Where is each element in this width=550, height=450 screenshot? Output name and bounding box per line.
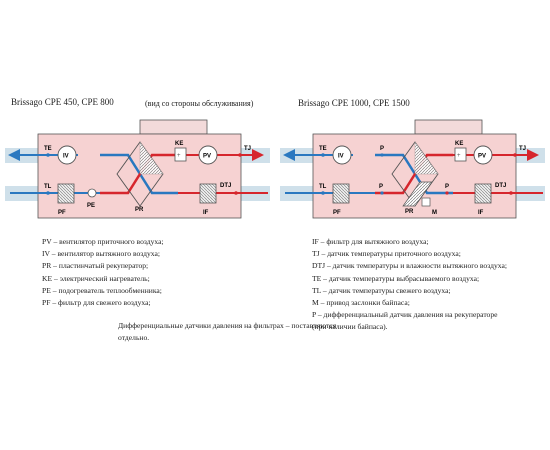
supply-fan-pv <box>198 145 218 165</box>
label-iv: IV <box>63 154 69 160</box>
exhaust-fan-iv <box>57 145 77 165</box>
label-dtj: DTJ <box>220 183 231 189</box>
sensor-tl <box>321 191 325 195</box>
label-tl: TL <box>319 184 327 190</box>
legend-item: PV – вентилятор приточного воздуха; <box>42 237 164 246</box>
fresh-filter-pf <box>57 183 75 204</box>
exhaust-fan-iv <box>332 145 352 165</box>
legend-item: TL – датчик температуры свежего воздуха; <box>312 285 451 295</box>
diagram-left: + TE IV KE PV TJ TL PE PR DTJ PF IF <box>5 119 270 219</box>
pressure-sensor-right <box>445 191 449 195</box>
label-pe: PE <box>87 203 95 209</box>
extract-filter-if <box>474 183 492 204</box>
exchanger-plates <box>414 141 439 175</box>
label-pv: PV <box>478 154 486 160</box>
sensor-tj <box>238 153 242 157</box>
footnote-line: Дифференциальные датчики давления на фил… <box>118 321 337 330</box>
heater-plus-icon: + <box>177 153 181 159</box>
diagram-right: + TE IV P KE PV TJ TL P P PR M DTJ PF IF <box>280 119 545 219</box>
pressure-sensor-top <box>380 153 384 157</box>
label-tl: TL <box>44 184 52 190</box>
sensor-tj <box>513 153 517 157</box>
preheater-pe <box>87 188 97 198</box>
fresh-filter-pf <box>332 183 350 204</box>
footnote: Дифференциальные датчики давления на фил… <box>118 320 336 344</box>
legend-item: M – привод заслонки байпаса; <box>312 297 410 307</box>
label-te: TE <box>44 146 52 152</box>
heater-plus-icon: + <box>457 153 461 159</box>
legend-item: IV – вентилятор вытяжного воздуха; <box>42 249 160 259</box>
exchanger-plates <box>139 141 164 175</box>
label-pv: PV <box>203 154 211 160</box>
sensor-dtj <box>234 191 238 195</box>
legend-right: IF – фильтр для вытяжного воздуха; TJ – … <box>312 236 507 334</box>
electric-heater-ke <box>454 147 467 162</box>
legend-left: PV – вентилятор приточного воздуха; IV –… <box>42 236 164 309</box>
legend-item: KE – электрический нагреватель; <box>42 273 150 283</box>
sensor-tl <box>46 191 50 195</box>
diagram-right-title: Brissago CPE 1000, CPE 1500 <box>298 98 410 108</box>
extract-filter-if <box>199 183 217 204</box>
label-pf: PF <box>58 210 66 216</box>
pressure-sensor-left <box>380 191 384 195</box>
sensor-te <box>321 153 325 157</box>
label-tj: TJ <box>244 146 251 152</box>
legend-item: IF – фильтр для вытяжного воздуха; <box>312 237 429 246</box>
electric-heater-ke <box>174 147 187 162</box>
legend-item: TJ – датчик температуры приточного возду… <box>312 249 461 259</box>
label-p-right: P <box>445 184 449 190</box>
damper-actuator-m <box>421 197 431 207</box>
label-m: M <box>432 210 437 216</box>
label-pf: PF <box>333 210 341 216</box>
label-if: IF <box>478 210 484 216</box>
unit-lid <box>414 119 483 135</box>
legend-item: PF – фильтр для свежего воздуха; <box>42 297 151 307</box>
label-tj: TJ <box>519 146 526 152</box>
sensor-te <box>46 153 50 157</box>
label-if: IF <box>203 210 209 216</box>
label-pr: PR <box>405 209 414 215</box>
diagram-left-title: Brissago CPE 450, CPE 800 <box>11 97 114 107</box>
legend-item: (при наличии байпаса). <box>312 322 388 332</box>
label-ke: KE <box>455 141 463 147</box>
legend-item: TE – датчик температуры выбрасываемого в… <box>312 273 480 283</box>
legend-item: DTJ – датчик температуры и влажности выт… <box>312 261 507 271</box>
sensor-dtj <box>509 191 513 195</box>
label-te: TE <box>319 146 327 152</box>
legend-item: PR – пластинчатый рекуператор; <box>42 261 149 271</box>
label-dtj: DTJ <box>495 183 506 189</box>
supply-fan-pv <box>473 145 493 165</box>
view-note: (вид со стороны обслуживания) <box>145 99 254 108</box>
legend-item: P – дифференциальный датчик давления на … <box>312 310 498 320</box>
footnote-line: отдельно. <box>118 333 150 342</box>
label-pr: PR <box>135 207 144 213</box>
label-ke: KE <box>175 141 183 147</box>
legend-item: PE – подогреватель теплообменника; <box>42 285 162 295</box>
label-iv: IV <box>338 154 344 160</box>
label-p-top: P <box>380 146 384 152</box>
label-p-left: P <box>379 184 383 190</box>
bypass-damper <box>402 181 433 207</box>
unit-lid <box>139 119 208 135</box>
